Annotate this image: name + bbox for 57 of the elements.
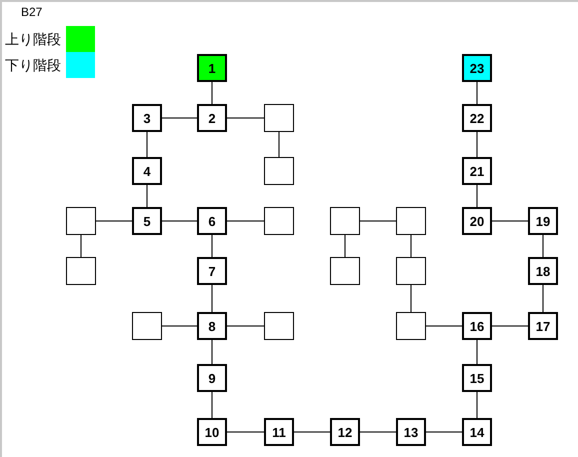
room-box: 19 (528, 207, 558, 235)
connector-line (146, 184, 148, 208)
room-box: 23 (462, 54, 492, 82)
connector-line (476, 132, 478, 158)
room-box: 14 (462, 418, 492, 446)
connector-line (410, 234, 412, 258)
room-box: 16 (462, 312, 492, 340)
empty-room-box (330, 257, 360, 285)
room-box: 13 (396, 418, 426, 446)
empty-room-box (396, 312, 426, 340)
room-box: 18 (528, 257, 558, 285)
empty-room-box (264, 312, 294, 340)
connector-line (476, 340, 478, 364)
room-box: 11 (264, 418, 294, 446)
room-box: 3 (132, 104, 162, 132)
room-box: 22 (462, 104, 492, 132)
empty-room-box (396, 207, 426, 235)
room-box: 15 (462, 364, 492, 392)
connector-line (96, 220, 132, 222)
connector-line (162, 220, 198, 222)
room-box: 9 (197, 364, 227, 392)
connector-line (80, 234, 82, 258)
empty-room-box (66, 257, 96, 285)
connector-line (146, 132, 148, 158)
empty-room-box (264, 104, 294, 132)
connector-line (542, 284, 544, 312)
room-box: 8 (197, 312, 227, 340)
empty-room-box (66, 207, 96, 235)
room-box: 6 (197, 207, 227, 235)
room-box: 1 (197, 54, 227, 82)
connector-line (542, 234, 544, 258)
connector-line (476, 82, 478, 104)
connector-line (278, 132, 280, 158)
connector-line (360, 220, 396, 222)
room-box: 5 (132, 207, 162, 235)
connector-line (226, 220, 264, 222)
room-box: 4 (132, 157, 162, 185)
room-box: 21 (462, 157, 492, 185)
floor-label: B27 (21, 5, 42, 19)
empty-room-box (132, 312, 162, 340)
connector-line (476, 392, 478, 418)
legend-label: 上り階段 (5, 31, 61, 49)
empty-room-box (264, 157, 294, 185)
room-box: 17 (528, 312, 558, 340)
legend-label: 下り階段 (5, 57, 61, 75)
room-box: 20 (462, 207, 492, 235)
room-box: 7 (197, 257, 227, 285)
connector-line (476, 184, 478, 208)
connector-line (410, 284, 412, 312)
connector-line (492, 220, 528, 222)
room-box: 2 (197, 104, 227, 132)
connector-line (344, 234, 346, 258)
room-box: 10 (197, 418, 227, 446)
empty-room-box (330, 207, 360, 235)
room-box: 12 (330, 418, 360, 446)
empty-room-box (264, 207, 294, 235)
empty-room-box (396, 257, 426, 285)
